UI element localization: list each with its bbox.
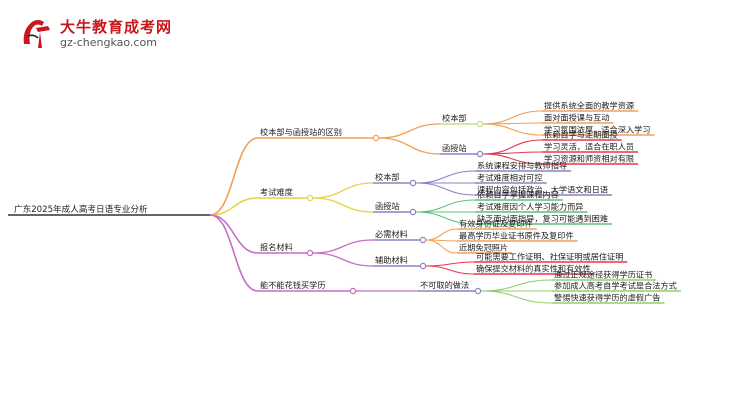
site-url[interactable]: gz-chengkao.com: [60, 36, 157, 49]
leaf-connector: [425, 265, 475, 275]
branch-toggle-dot[interactable]: [349, 287, 357, 295]
leaf-node-label: 警惕快速获得学历的虚假广告: [554, 293, 660, 303]
leaf-node-label: 最高学历毕业证书原件及复印件: [459, 231, 574, 241]
leaf-node-label: 通过正规途径获得学历证书: [554, 270, 652, 280]
sub-node-label: 必需材料: [375, 229, 408, 239]
leaf-connector: [480, 290, 553, 304]
sub-toggle-dot[interactable]: [409, 208, 417, 216]
leaf-node-label: 依赖自学与定期面授: [544, 130, 618, 140]
site-name[interactable]: 大牛教育成考网: [60, 18, 173, 36]
leaf-connector: [415, 199, 476, 213]
leaf-connector: [482, 123, 543, 136]
sub-node-label: 校本部: [375, 172, 400, 182]
branch-connector: [209, 214, 259, 254]
leaf-connector: [480, 279, 553, 292]
leaf-node-label: 学习灵活，适合在职人员: [544, 142, 634, 152]
sub-connector: [312, 252, 374, 267]
sub-toggle-dot[interactable]: [474, 287, 482, 295]
sub-connector: [312, 197, 374, 213]
sub-toggle-dot[interactable]: [419, 262, 427, 270]
branch-toggle-dot[interactable]: [306, 194, 314, 202]
branch-node-label: 报名材料: [260, 242, 293, 252]
sub-connector: [378, 137, 441, 155]
leaf-connector: [415, 182, 476, 196]
branch-toggle-dot[interactable]: [306, 249, 314, 257]
leaf-node-label: 参加成人高考自学考试是合法方式: [554, 281, 677, 291]
sub-connector: [312, 239, 374, 254]
leaf-node-label: 有效身份证及复印件: [459, 219, 533, 229]
sub-node-label: 校本部: [442, 113, 467, 123]
leaf-node-label: 面对面授课与互动: [544, 113, 610, 123]
leaf-node-label: 系统课程安排与教师指导: [477, 161, 567, 171]
leaf-node-label: 近期免冠照片: [459, 243, 508, 253]
sub-node-label: 函授站: [442, 143, 467, 153]
branch-connector: [209, 197, 259, 216]
leaf-connector: [415, 211, 476, 225]
brand-logo-icon: [23, 20, 50, 48]
leaf-node-label: 学习资源和师资相对有限: [544, 154, 634, 164]
leaf-node-label: 课程内容包括政治、大学语文和日语: [477, 185, 608, 195]
sub-toggle-dot[interactable]: [409, 179, 417, 187]
leaf-connector: [482, 110, 543, 125]
branch-node-label: 能不能花钱买学历: [260, 280, 326, 290]
sub-connector: [378, 123, 441, 139]
leaf-connector: [425, 261, 475, 267]
sub-toggle-dot[interactable]: [476, 120, 484, 128]
branch-node-label: 考试难度: [260, 187, 293, 197]
leaf-node-label: 确保提交材料的真实性和有效性: [476, 264, 591, 274]
branch-toggle-dot[interactable]: [372, 134, 380, 142]
root-node-label: 广东2025年成人高考日语专业分析: [14, 203, 148, 215]
sub-toggle-dot[interactable]: [419, 236, 427, 244]
leaf-connector: [425, 239, 458, 254]
branch-connector: [209, 137, 259, 216]
leaf-node-label: 依赖自学掌握课程内容: [477, 190, 559, 200]
sub-node-label: 不可取的做法: [420, 280, 469, 290]
sub-connector: [312, 182, 374, 199]
leaf-connector: [415, 170, 476, 184]
sub-node-label: 函授站: [375, 201, 400, 211]
leaf-connector: [425, 228, 458, 241]
sub-node-label: 辅助材料: [375, 255, 408, 265]
site-header: 大牛教育成考网 gz-chengkao.com: [18, 14, 218, 54]
leaf-node-label: 学习氛围浓厚，适合深入学习: [544, 125, 650, 135]
branch-connector: [209, 214, 259, 292]
leaf-node-label: 可能需要工作证明、社保证明或居住证明: [476, 252, 623, 262]
leaf-node-label: 考试难度相对可控: [477, 173, 543, 183]
leaf-node-label: 缺乏面对面指导，复习可能遇到困难: [477, 214, 608, 224]
sub-toggle-dot[interactable]: [476, 150, 484, 158]
leaf-connector: [482, 153, 543, 165]
leaf-node-label: 考试难度因个人学习能力而异: [477, 202, 583, 212]
leaf-node-label: 提供系统全面的教学资源: [544, 101, 634, 111]
branch-node-label: 校本部与函授站的区别: [260, 127, 342, 137]
